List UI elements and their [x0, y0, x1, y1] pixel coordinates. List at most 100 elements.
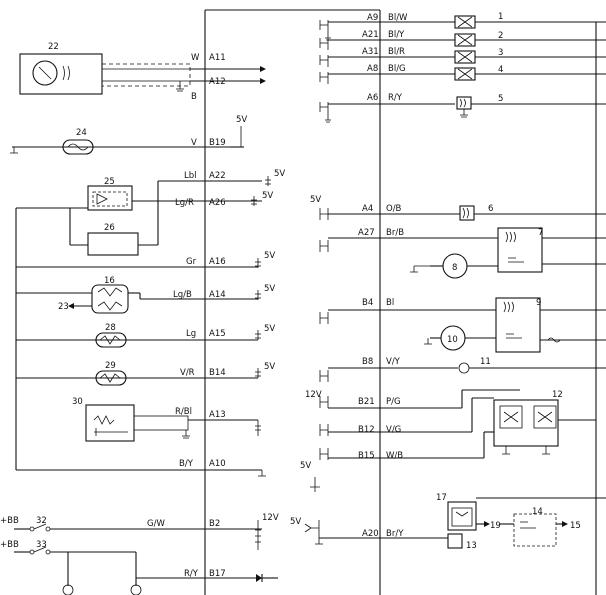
- component-24-number: 24: [76, 128, 87, 138]
- supply-5v-b19: 5V: [236, 115, 247, 125]
- pin-a31: A31: [362, 47, 379, 57]
- wire-r-bl: R/Bl: [175, 407, 192, 417]
- pin-a10: A10: [209, 459, 226, 469]
- component-25-number: 25: [104, 177, 115, 187]
- pin-a16: A16: [209, 257, 226, 267]
- ecu-block: [204, 9, 381, 595]
- sensor-28: [16, 332, 258, 348]
- pin-b2: B2: [209, 519, 220, 529]
- wire-v-r: V/R: [180, 368, 195, 378]
- component-23-number: 23: [58, 302, 69, 312]
- component-16-number: 16: [104, 276, 115, 286]
- component-4-number: 4: [498, 65, 503, 75]
- component-5-number: 5: [498, 94, 503, 104]
- pin-a21: A21: [362, 30, 379, 40]
- pin-a13: A13: [209, 410, 226, 420]
- pin-b15: B15: [358, 451, 375, 461]
- component-26-number: 26: [104, 223, 115, 233]
- wire-lg: Lg: [186, 329, 196, 339]
- component-33-number: 33: [36, 540, 47, 550]
- supply-5v-a4: 5V: [310, 195, 321, 205]
- pin-b14: B14: [209, 368, 226, 378]
- component-14-number: 14: [532, 507, 543, 517]
- supply-5v-a16: 5V: [264, 251, 275, 261]
- component-22-number: 22: [48, 42, 59, 52]
- wire-b-y: B/Y: [179, 459, 194, 469]
- component-9-number: 9: [536, 298, 541, 308]
- component-2-number: 2: [498, 31, 503, 41]
- pin-a22: A22: [209, 171, 226, 181]
- sensor-22: [19, 53, 266, 95]
- component-32-number: 32: [36, 516, 47, 526]
- pin-b17: B17: [209, 569, 226, 579]
- injector-circuits: [319, 15, 606, 123]
- wire-lg-r: Lg/R: [175, 198, 194, 208]
- component-1-number: 1: [498, 12, 503, 22]
- relay-section: [304, 205, 606, 549]
- component-11-number: 11: [480, 357, 491, 367]
- supply-ticks: [251, 176, 271, 550]
- component-8-number: 8: [452, 263, 457, 273]
- pin-b12: B12: [358, 425, 375, 435]
- supply-5v-a22: 5V: [274, 169, 285, 179]
- sensor-25-26: [16, 180, 262, 256]
- wire-lbl: Lbl: [184, 171, 197, 181]
- sensor-29: [16, 370, 258, 386]
- component-28-number: 28: [105, 323, 116, 333]
- pin-a4: A4: [362, 204, 373, 214]
- wire-r-y-b17: R/Y: [184, 569, 199, 579]
- switch-32-33: [14, 523, 278, 595]
- wire-bl-g: Bl/G: [388, 64, 406, 74]
- component-19-number: 19: [490, 521, 501, 531]
- pin-a26: A26: [209, 198, 226, 208]
- component-13-number: 13: [466, 541, 477, 551]
- pin-a14: A14: [209, 290, 226, 300]
- pin-b4: B4: [362, 298, 373, 308]
- sensor-30: [85, 404, 258, 442]
- supply-bb-33: +BB: [0, 540, 19, 550]
- sensor-24: [10, 126, 244, 155]
- supply-bb-32: +BB: [0, 516, 19, 526]
- component-3-number: 3: [498, 48, 503, 58]
- supply-5v-a15: 5V: [264, 324, 275, 334]
- wire-p-g: P/G: [386, 397, 401, 407]
- component-6-number: 6: [488, 204, 493, 214]
- wire-br-y: Br/Y: [386, 529, 404, 539]
- supply-12v-b21: 12V: [305, 390, 322, 400]
- wire-lg-b: Lg/B: [173, 290, 192, 300]
- supply-5v-b14: 5V: [264, 362, 275, 372]
- wire-b: B: [191, 92, 197, 102]
- pin-b21: B21: [358, 397, 375, 407]
- wire-v-y: V/Y: [386, 357, 401, 367]
- component-12-number: 12: [552, 390, 563, 400]
- wire-bl-r: Bl/R: [388, 47, 405, 57]
- wire-gr: Gr: [186, 257, 197, 267]
- supply-5v-a20: 5V: [290, 517, 301, 527]
- pin-a15: A15: [209, 329, 226, 339]
- wire-r-y-a6: R/Y: [388, 93, 403, 103]
- wire-g-w: G/W: [147, 519, 165, 529]
- component-17-number: 17: [436, 493, 447, 503]
- pin-a12: A12: [209, 77, 226, 87]
- sensor-16: [16, 284, 258, 314]
- wire-o-b: O/B: [386, 204, 402, 214]
- component-10-number: 10: [447, 335, 458, 345]
- wire-v-g: V/G: [386, 425, 401, 435]
- wire-w: W: [191, 53, 200, 63]
- component-15-number: 15: [570, 521, 581, 531]
- wire-bl: Bl: [386, 298, 394, 308]
- pin-b8: B8: [362, 357, 373, 367]
- component-29-number: 29: [105, 361, 116, 371]
- supply-5v-a14: 5V: [264, 284, 275, 294]
- pin-a20: A20: [362, 529, 379, 539]
- pin-a8: A8: [367, 64, 378, 74]
- supply-12v-b2: 12V: [262, 513, 279, 523]
- pin-b19: B19: [209, 138, 226, 148]
- wire-bl-y: Bl/Y: [388, 30, 405, 40]
- supply-5v-a26: 5V: [262, 191, 273, 201]
- wire-v: V: [191, 138, 197, 148]
- wire-bl-w: Bl/W: [388, 13, 408, 23]
- supply-5v-b15: 5V: [300, 461, 311, 471]
- wire-w-b: W/B: [386, 451, 403, 461]
